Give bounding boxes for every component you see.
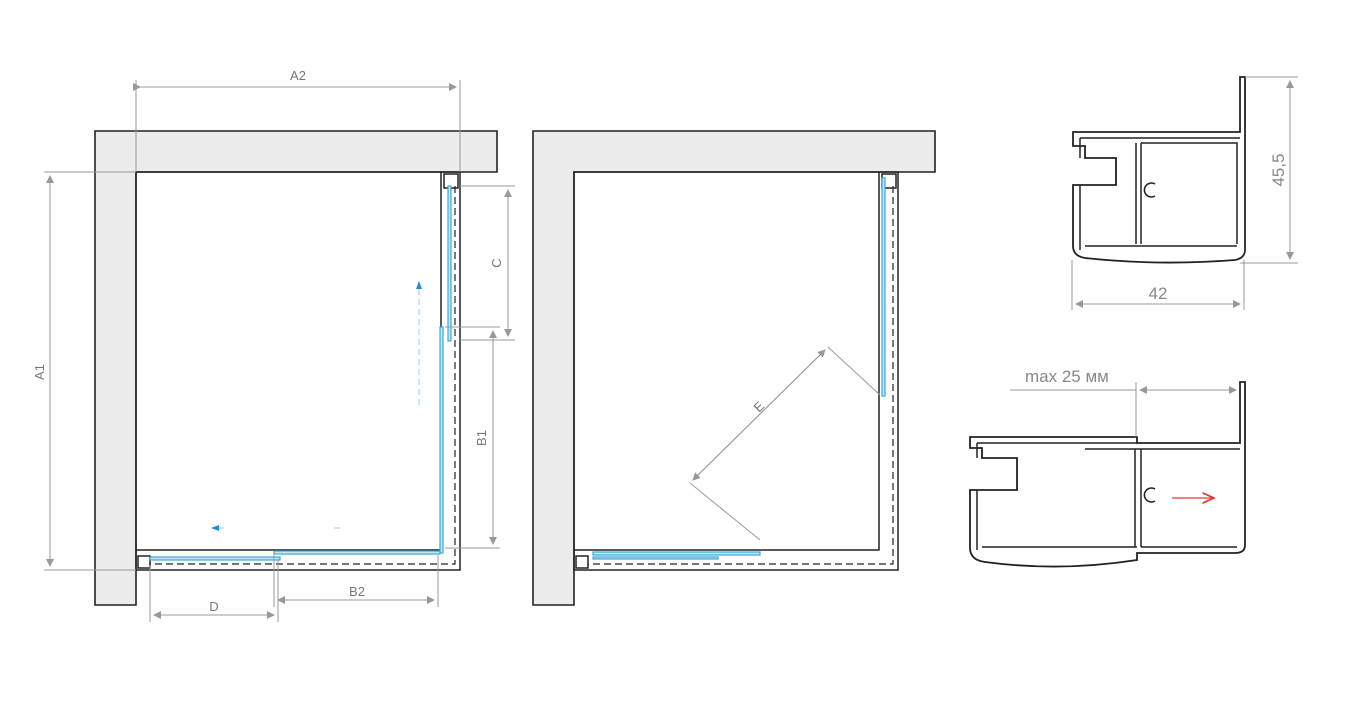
plan-view-right: E	[532, 130, 936, 606]
glass-panel-b2	[273, 550, 441, 555]
wall	[532, 130, 936, 606]
glass-panel-d	[149, 556, 281, 561]
dim-c-label: C	[489, 258, 504, 267]
profile-width-label: 42	[1149, 284, 1168, 303]
dim-a2-label: A2	[290, 68, 306, 83]
dim-b2-label: B2	[349, 584, 365, 599]
dim-d-label: D	[209, 599, 218, 614]
profile-section-bottom: max 25 мм	[969, 367, 1246, 568]
glass-panel-c	[447, 185, 452, 342]
dim-b1-label: B1	[474, 430, 489, 446]
dim-a1-label: A1	[32, 364, 47, 380]
max-offset-label: max 25 мм	[1025, 367, 1109, 386]
enclosure-outline	[135, 171, 461, 571]
glass-panel-door	[592, 551, 761, 556]
plan-view-left: A2 A1 C B1 D B2	[32, 68, 515, 622]
dim-e-label: E	[750, 398, 767, 415]
profile-height-label: 45,5	[1269, 153, 1288, 186]
glass-panel-b1	[439, 326, 444, 554]
wall	[94, 130, 498, 606]
profile-section-top: 42 45,5	[1071, 76, 1298, 310]
glass-panel-side	[881, 177, 886, 397]
